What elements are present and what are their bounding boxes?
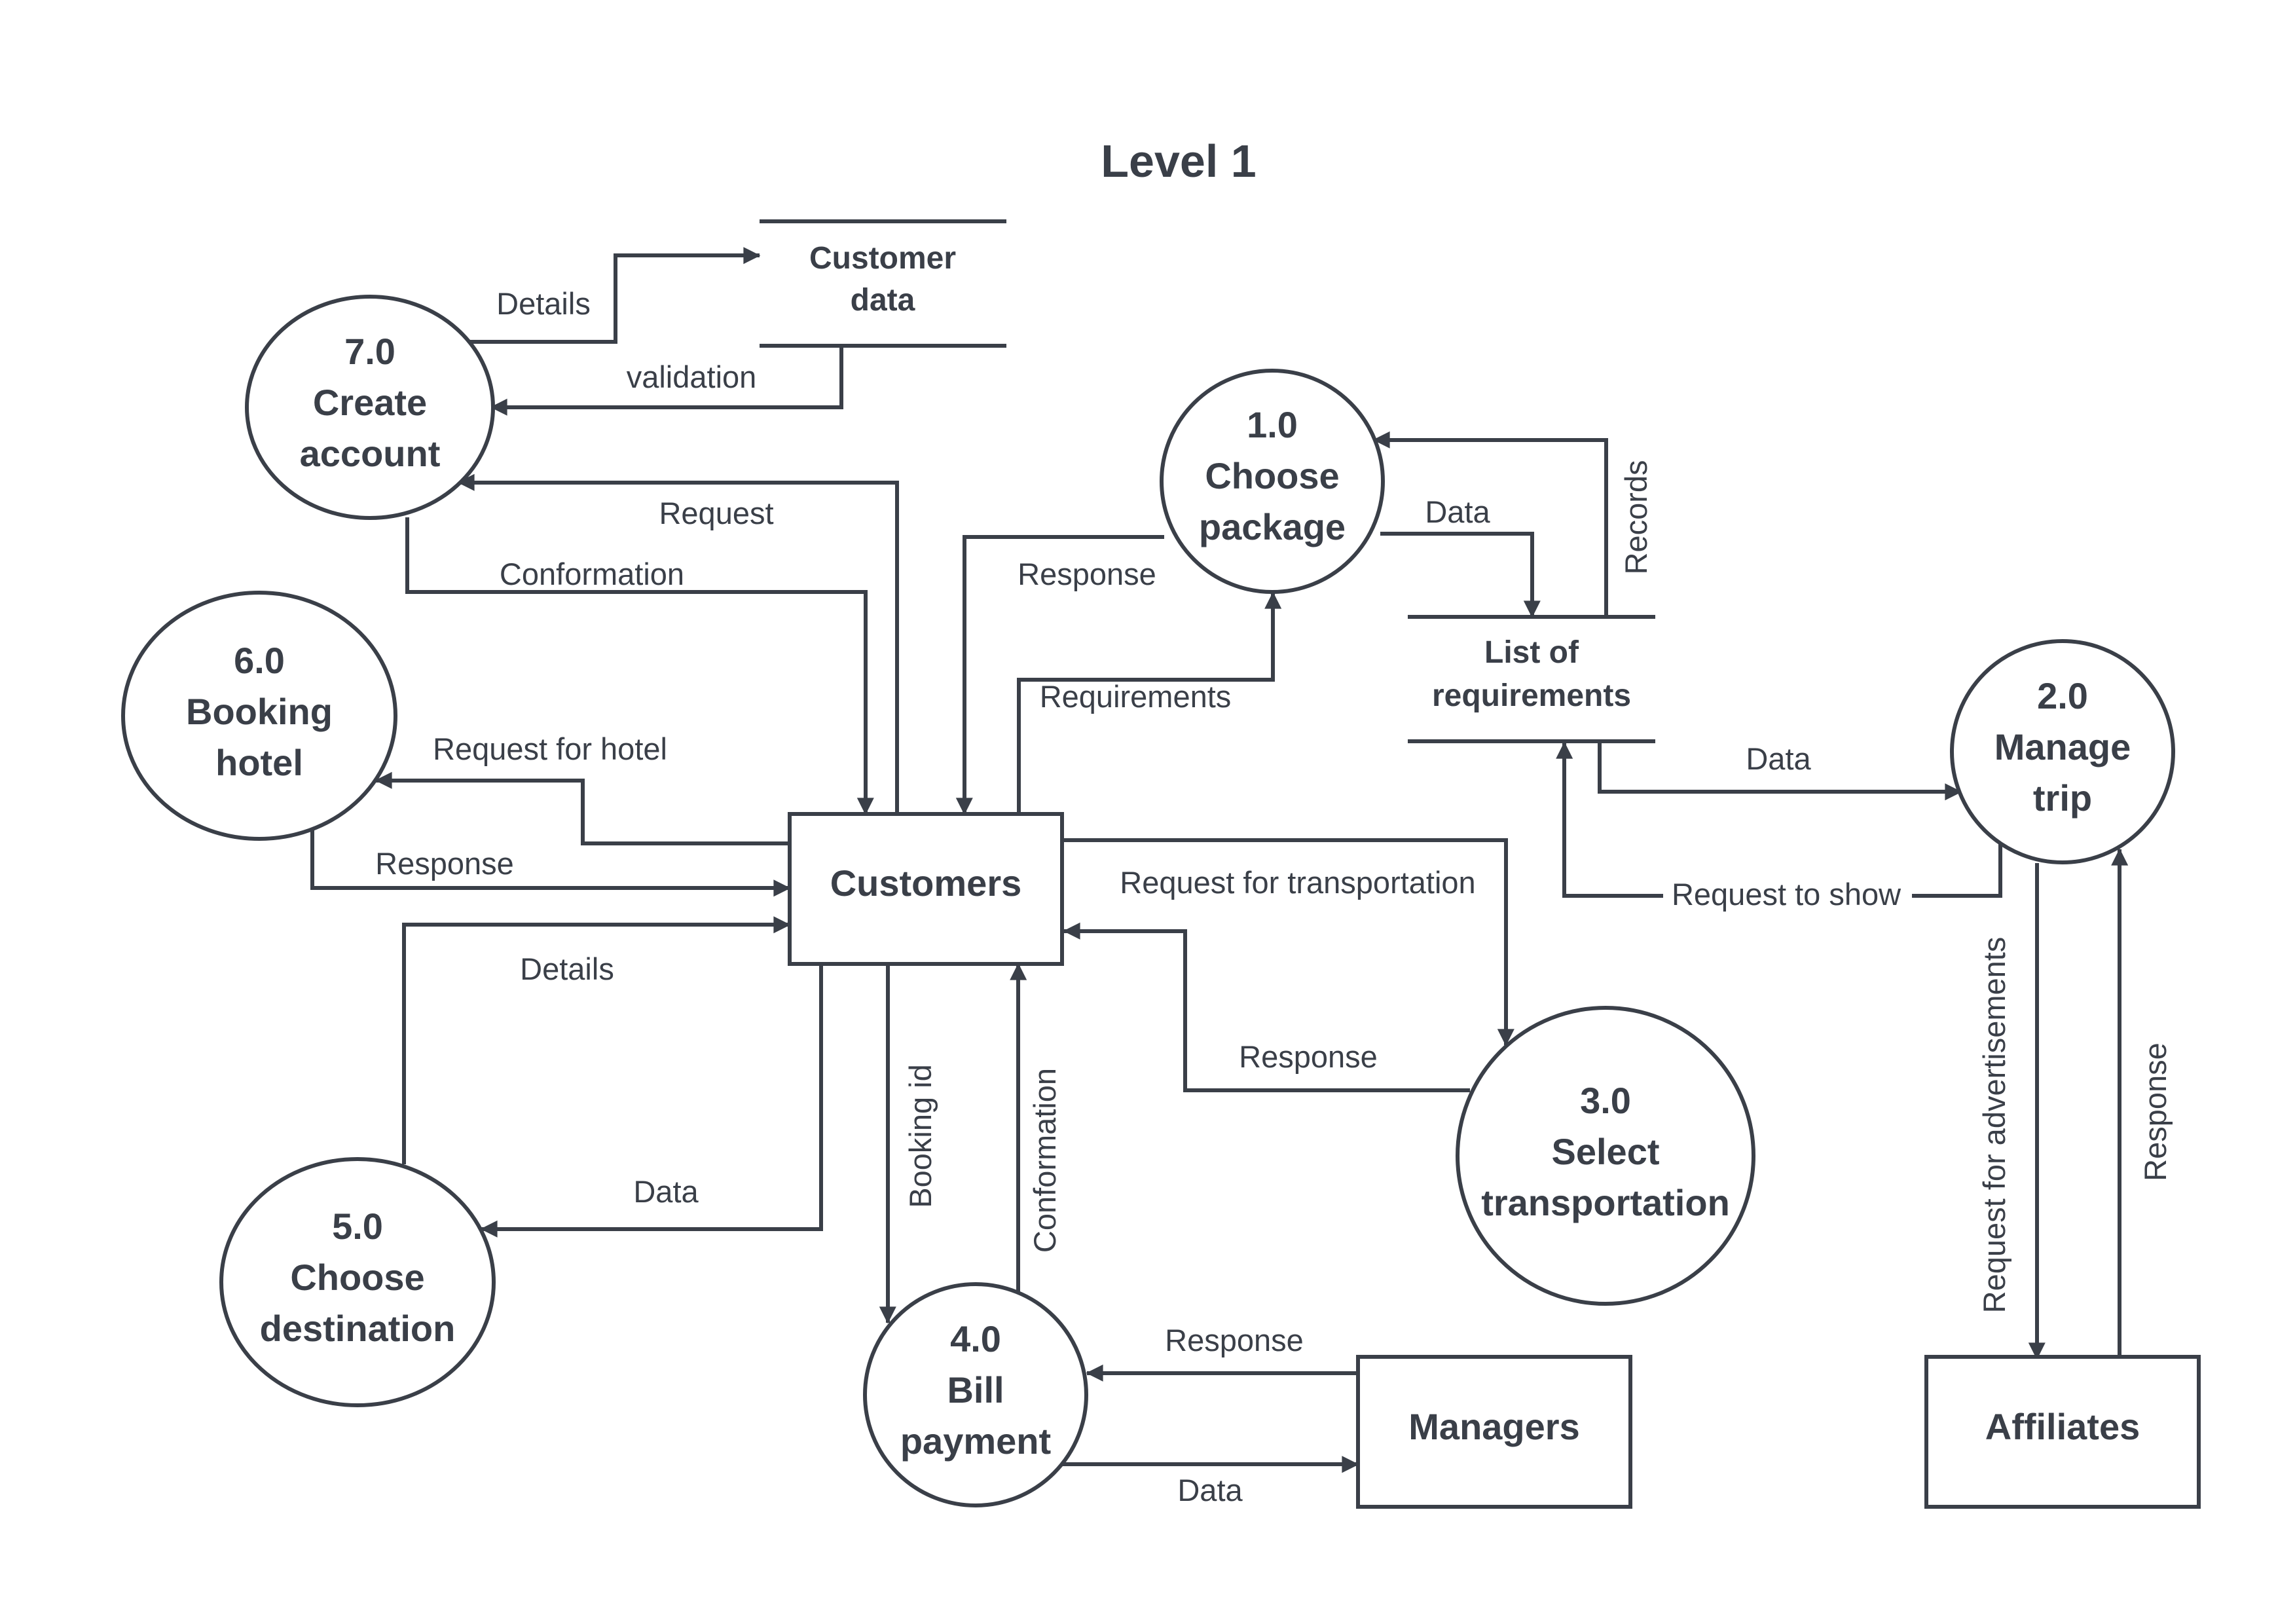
flow-label-validation: validation bbox=[627, 360, 757, 394]
flow-label-details-7: Details bbox=[496, 286, 591, 321]
flow-label-response-mgr: Response bbox=[1165, 1323, 1304, 1357]
data-store-customer-data: Customer data bbox=[760, 219, 1006, 348]
flow-label-response-1: Response bbox=[1018, 557, 1156, 591]
process-label-line2: hotel bbox=[215, 742, 303, 783]
flow-line-records bbox=[1372, 431, 1608, 617]
process-label-line2: trip bbox=[2033, 777, 2092, 819]
entity-customers: Customers bbox=[788, 812, 1064, 966]
flow-label-details-5: Details bbox=[520, 951, 614, 986]
flow-line-request-transport bbox=[1062, 838, 1515, 1046]
process-label-line2: payment bbox=[900, 1420, 1051, 1462]
process-number: 4.0 bbox=[950, 1318, 1001, 1359]
flow-label-response-aff: Response bbox=[2138, 1043, 2173, 1181]
flow-label-request-ads: Request for advertisements bbox=[1977, 937, 2011, 1314]
process-number: 5.0 bbox=[332, 1206, 383, 1247]
entity-managers: Managers bbox=[1356, 1355, 1632, 1509]
process-label-line2: transportation bbox=[1481, 1182, 1730, 1223]
flow-label-request-show-background bbox=[1663, 877, 1912, 910]
flow-lines bbox=[310, 247, 2129, 1473]
flow-label-booking-id: Booking id bbox=[903, 1064, 938, 1208]
process-label-line1: Manage bbox=[1994, 726, 2131, 767]
flow-line-response-6 bbox=[310, 830, 791, 897]
process-label-line2: package bbox=[1199, 506, 1346, 547]
process-label-line1: Select bbox=[1552, 1131, 1660, 1172]
store-label-line2: data bbox=[851, 283, 915, 318]
process-label-line1: Create bbox=[313, 382, 427, 423]
process-number: 1.0 bbox=[1247, 404, 1298, 445]
process-3-select-transportation: 3.0 Select transportation bbox=[1456, 1006, 1755, 1306]
process-6-booking-hotel: 6.0 Booking hotel bbox=[121, 591, 397, 841]
process-1-choose-package: 1.0 Choose package bbox=[1160, 369, 1385, 594]
flow-label-response-3: Response bbox=[1239, 1039, 1378, 1074]
process-label-line2: account bbox=[300, 433, 441, 474]
flow-line-data-1 bbox=[1380, 532, 1541, 618]
process-4-bill-payment: 4.0 Bill payment bbox=[863, 1282, 1088, 1507]
diagram-title: Level 1 bbox=[1101, 136, 1256, 187]
flow-line-response-1 bbox=[955, 535, 1164, 815]
process-number: 3.0 bbox=[1580, 1080, 1631, 1121]
flow-line-request-hotel bbox=[375, 771, 790, 845]
flow-line-data-2 bbox=[1598, 741, 1962, 801]
flow-line-validation bbox=[490, 346, 843, 416]
flow-line-response-3 bbox=[1063, 922, 1470, 1092]
process-label-line1: Choose bbox=[290, 1257, 424, 1298]
store-label-line1: List of bbox=[1484, 635, 1579, 670]
flow-label-conformation-7: Conformation bbox=[500, 557, 684, 591]
store-label-line1: Customer bbox=[809, 241, 956, 276]
process-5-choose-destination: 5.0 Choose destination bbox=[219, 1157, 496, 1407]
flow-label-request-hotel: Request for hotel bbox=[433, 731, 667, 766]
flow-label-request-show: Request to show bbox=[1672, 877, 1901, 912]
entity-label: Affiliates bbox=[1985, 1406, 2140, 1447]
flow-label-request-transport: Request for transportation bbox=[1120, 865, 1475, 900]
entity-label: Customers bbox=[830, 862, 1022, 904]
flow-label-requirements: Requirements bbox=[1040, 679, 1232, 714]
flow-line-details-5 bbox=[402, 916, 791, 1164]
flow-label-response-6: Response bbox=[375, 846, 514, 881]
flow-label-request-7: Request bbox=[659, 496, 773, 530]
entity-label: Managers bbox=[1408, 1406, 1579, 1447]
process-label-line2: destination bbox=[260, 1308, 456, 1349]
flow-label-data-2: Data bbox=[1746, 741, 1811, 776]
flow-label-conformation-4: Conformation bbox=[1027, 1068, 1062, 1253]
flow-line-request-7 bbox=[457, 473, 899, 814]
process-7-create-account: 7.0 Create account bbox=[245, 295, 495, 520]
flow-label-records: Records bbox=[1619, 460, 1653, 574]
process-number: 2.0 bbox=[2037, 675, 2088, 716]
flow-line-details-7 bbox=[470, 247, 761, 344]
process-label-line1: Booking bbox=[186, 691, 333, 732]
flow-line-conformation-7 bbox=[405, 517, 874, 815]
data-store-list-of-requirements: List of requirements bbox=[1408, 615, 1655, 743]
flow-label-data-1: Data bbox=[1425, 494, 1490, 529]
process-label-line1: Choose bbox=[1205, 455, 1339, 496]
store-label-line2: requirements bbox=[1432, 678, 1631, 713]
process-number: 6.0 bbox=[234, 640, 285, 681]
process-number: 7.0 bbox=[344, 331, 395, 372]
flow-line-requirements bbox=[1017, 591, 1282, 814]
flow-labels: Details validation Request Conformation … bbox=[375, 286, 2173, 1507]
flow-line-data-5 bbox=[480, 964, 823, 1238]
process-label-line1: Bill bbox=[947, 1369, 1004, 1411]
entity-affiliates: Affiliates bbox=[1924, 1355, 2201, 1509]
flow-label-data-mgr: Data bbox=[1177, 1473, 1243, 1507]
flow-label-data-5: Data bbox=[633, 1174, 699, 1209]
process-2-manage-trip: 2.0 Manage trip bbox=[1950, 639, 2175, 864]
